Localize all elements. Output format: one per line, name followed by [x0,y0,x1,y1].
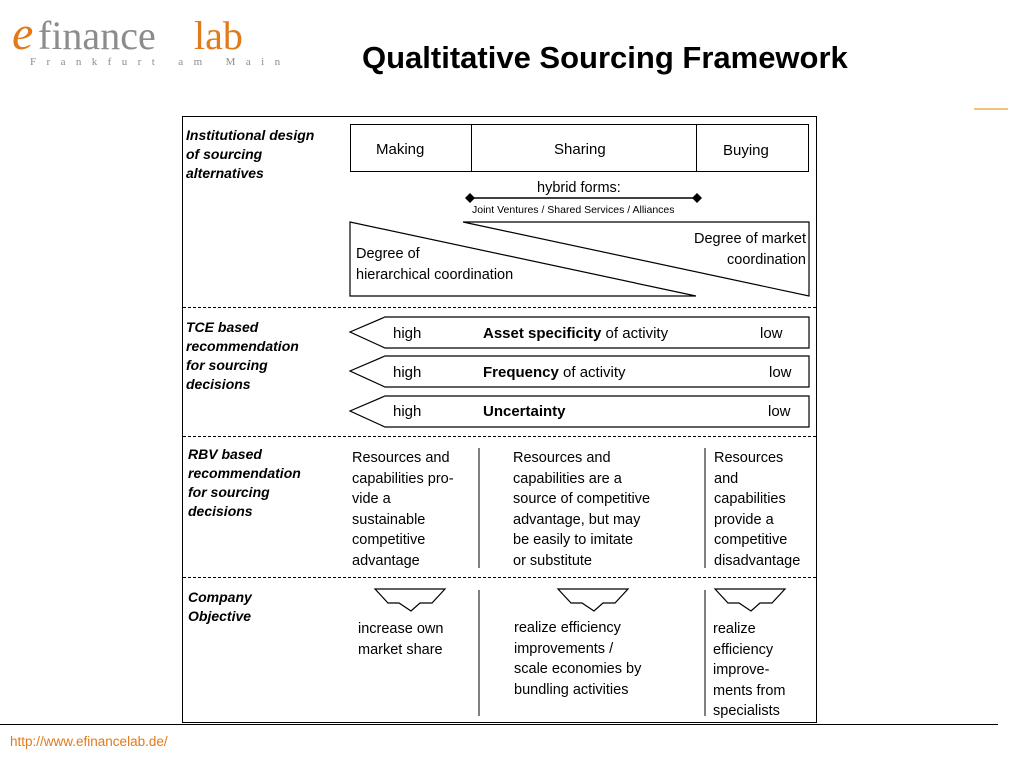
hybrid-examples: Joint Ventures / Shared Services / Allia… [472,204,675,216]
tce-row-shape [348,355,810,388]
buying-label: Buying [723,142,769,159]
rbv-sharing-text: Resources and capabilities are a source … [513,450,651,569]
sharing-label: Sharing [554,141,606,158]
tce-factor: Asset specificity of activity [483,325,669,342]
tce-high-label: high [393,403,422,420]
market-triangle [462,221,810,297]
tce-high-label: high [393,364,422,381]
efinance-lab-logo: e finance lab Frankfurt am Main [12,6,280,76]
header-orange-line [974,108,1008,110]
hybrid-diamond-right [692,193,702,203]
objective-buying-text: realize efficiency improve- ments from s… [713,621,786,719]
down-arrow-icon [713,588,787,612]
tce-low-label: low [768,403,791,420]
tce-label: TCE based recommendation for sourcing de… [186,319,299,392]
logo-e: e [12,7,34,60]
company-objective-label: Company Objective [188,589,252,624]
down-arrow-icon [556,588,630,612]
rbv-label: RBV based recommendation for sourcing de… [188,446,301,519]
hierarchical-triangle [349,221,697,297]
hybrid-diamond-left [465,193,475,203]
objective-making-text: increase own market share [358,621,444,658]
rbv-making-text: Resources and capabilities pro- vide a s… [352,450,454,569]
sourcing-alternatives-boxes [350,124,809,172]
logo-lab: lab [194,13,243,58]
rbv-buying-text: Resources and capabilities provide a com… [714,450,801,569]
hierarchical-coordination-label: Degree of hierarchical coordination [356,246,514,283]
logo-finance: finance [38,13,156,58]
footer-rule [0,724,998,725]
tce-row-shape [348,395,810,428]
tce-low-label: low [769,364,792,381]
section-divider [183,577,816,578]
section-divider [183,307,816,308]
hybrid-forms-label: hybrid forms: [537,180,621,196]
section-divider [183,436,816,437]
tce-factor: Uncertainty [483,403,566,420]
footer-url-link[interactable]: http://www.efinancelab.de/ [10,734,168,749]
tce-high-label: high [393,325,422,342]
page-title: Qualtitative Sourcing Framework [362,40,848,75]
framework-frame [182,116,817,723]
objective-sharing-text: realize efficiency improvements / scale … [514,620,642,698]
tce-factor: Frequency of activity [483,364,626,381]
logo-subtitle: Frankfurt am Main [30,56,291,68]
market-coordination-label: Degree of market coordination [693,231,806,268]
institutional-design-label: Institutional design of sourcing alterna… [186,127,315,181]
making-label: Making [376,141,425,158]
down-arrow-icon [373,588,447,612]
tce-low-label: low [760,325,783,342]
tce-row-shape [348,316,810,349]
